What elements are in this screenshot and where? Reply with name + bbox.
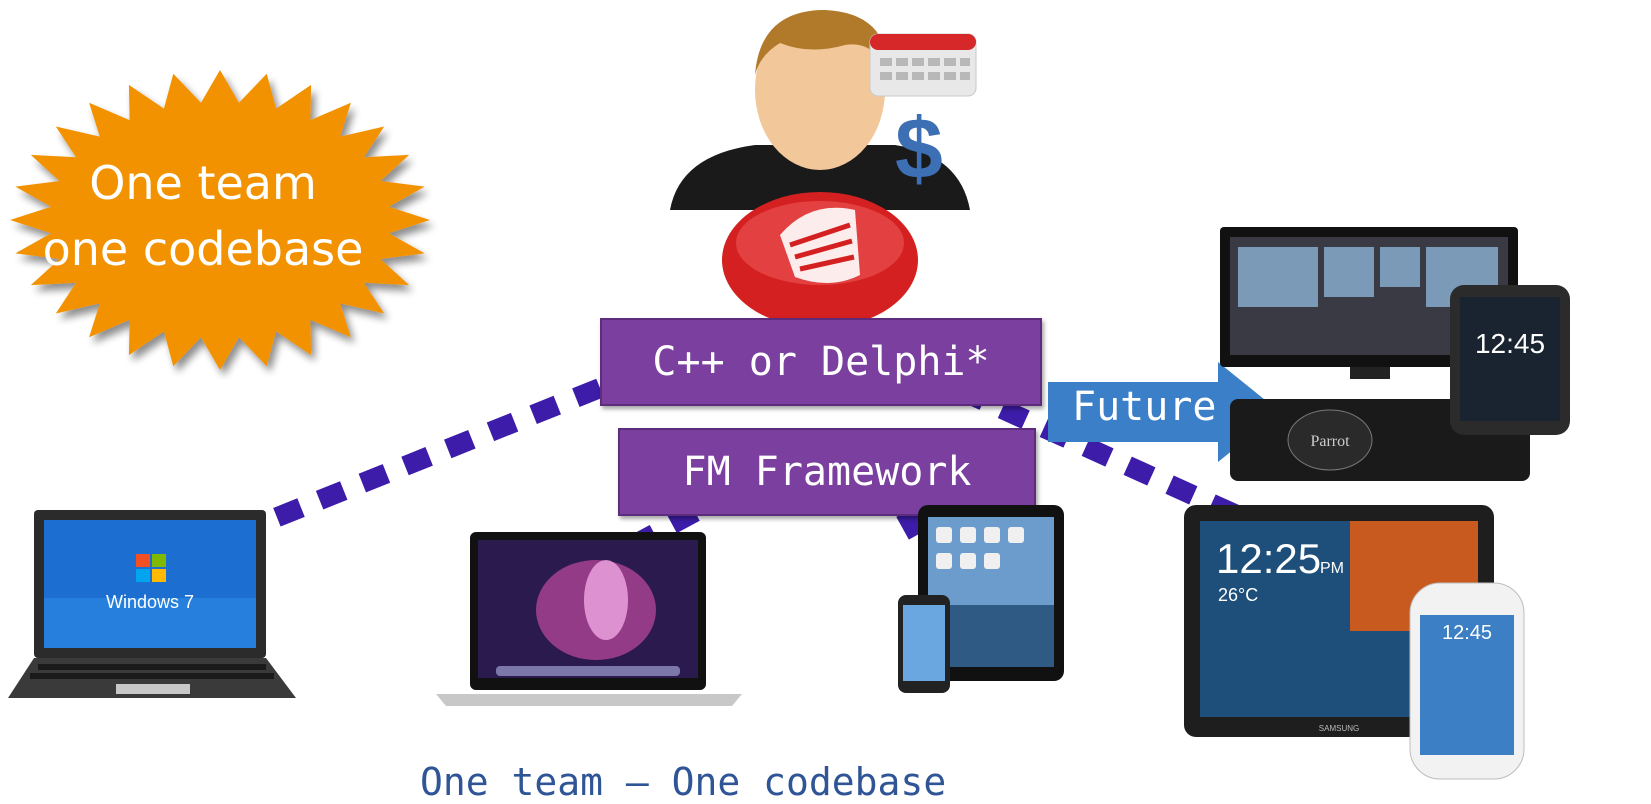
developer-avatar (670, 10, 970, 325)
tablet-clock: 12:25 (1216, 535, 1321, 582)
slogan-text: One team one codebase (28, 150, 378, 282)
macbook-laptop-icon (436, 532, 742, 706)
windows-laptop-image: Windows 7 (8, 510, 296, 698)
language-box: C++ or Delphi* (600, 318, 1042, 406)
connector-windows (246, 378, 604, 538)
slogan-line-1: One team (89, 156, 317, 210)
windows-screen-text: Windows 7 (106, 592, 194, 612)
radio-brand: Parrot (1310, 433, 1350, 450)
ipad-iphone-icon (898, 505, 1064, 693)
tablet-brand: SAMSUNG (1319, 724, 1359, 733)
tablet-temp: 26°C (1218, 585, 1258, 605)
watch-time: 12:45 (1475, 328, 1545, 359)
delphi-helmet-logo (722, 192, 918, 325)
user-avatar-icon (670, 145, 970, 210)
starburst-badge (10, 70, 430, 370)
framework-box: FM Framework (618, 428, 1036, 516)
tablet-ampm: PM (1320, 560, 1344, 577)
future-devices-image: Parrot 12:45 (1220, 227, 1570, 481)
slogan-line-2: one codebase (42, 222, 364, 276)
calendar-icon (869, 33, 977, 97)
dollar-sign-icon: $ (895, 101, 943, 197)
phone-clock: 12:45 (1442, 622, 1492, 644)
future-arrow (1048, 362, 1280, 462)
future-label: Future (1072, 384, 1217, 430)
bottom-caption: One team – One codebase (420, 760, 947, 804)
connector-mac (610, 503, 700, 564)
android-tablet-phone-image: 12:25 PM 26°C SAMSUNG 12:45 (1184, 505, 1525, 780)
